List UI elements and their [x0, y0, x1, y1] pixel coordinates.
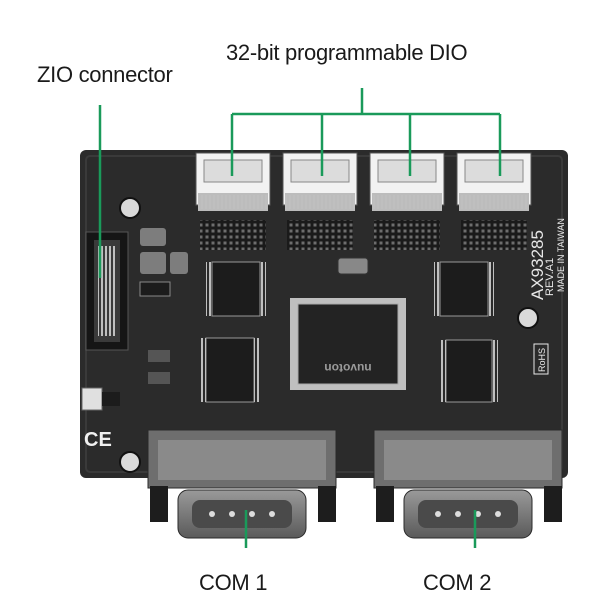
zio-connector [85, 231, 129, 351]
revision-label: REV.A1 [544, 258, 556, 296]
made-in-label: MADE IN TAIWAN [556, 218, 566, 292]
chip-brand-label: nuvoton [324, 361, 371, 375]
resistor-arrays [200, 220, 527, 250]
model-number-label: AX93285 [528, 230, 547, 300]
dio-connector-1 [195, 152, 271, 211]
callout-lines [98, 88, 502, 548]
small-ics [200, 257, 498, 403]
dio-connector-4 [456, 152, 532, 211]
ce-mark: CE [84, 429, 112, 451]
com1-db9-connector [147, 429, 337, 539]
dio-connector-3 [369, 152, 445, 211]
passive-components-left [81, 228, 188, 411]
com2-label: COM 2 [423, 570, 492, 595]
main-controller-chip: nuvoton [290, 298, 406, 390]
com2-db9-connector [373, 429, 563, 539]
dio-label: 32-bit programmable DIO [226, 40, 468, 65]
dio-connectors [195, 152, 532, 211]
svg-text:RoHS: RoHS [537, 348, 547, 372]
zio-connector-label: ZIO connector [37, 62, 173, 87]
com1-label: COM 1 [199, 570, 268, 595]
dio-connector-2 [282, 152, 358, 211]
rohs-badge: RoHS [533, 343, 549, 375]
